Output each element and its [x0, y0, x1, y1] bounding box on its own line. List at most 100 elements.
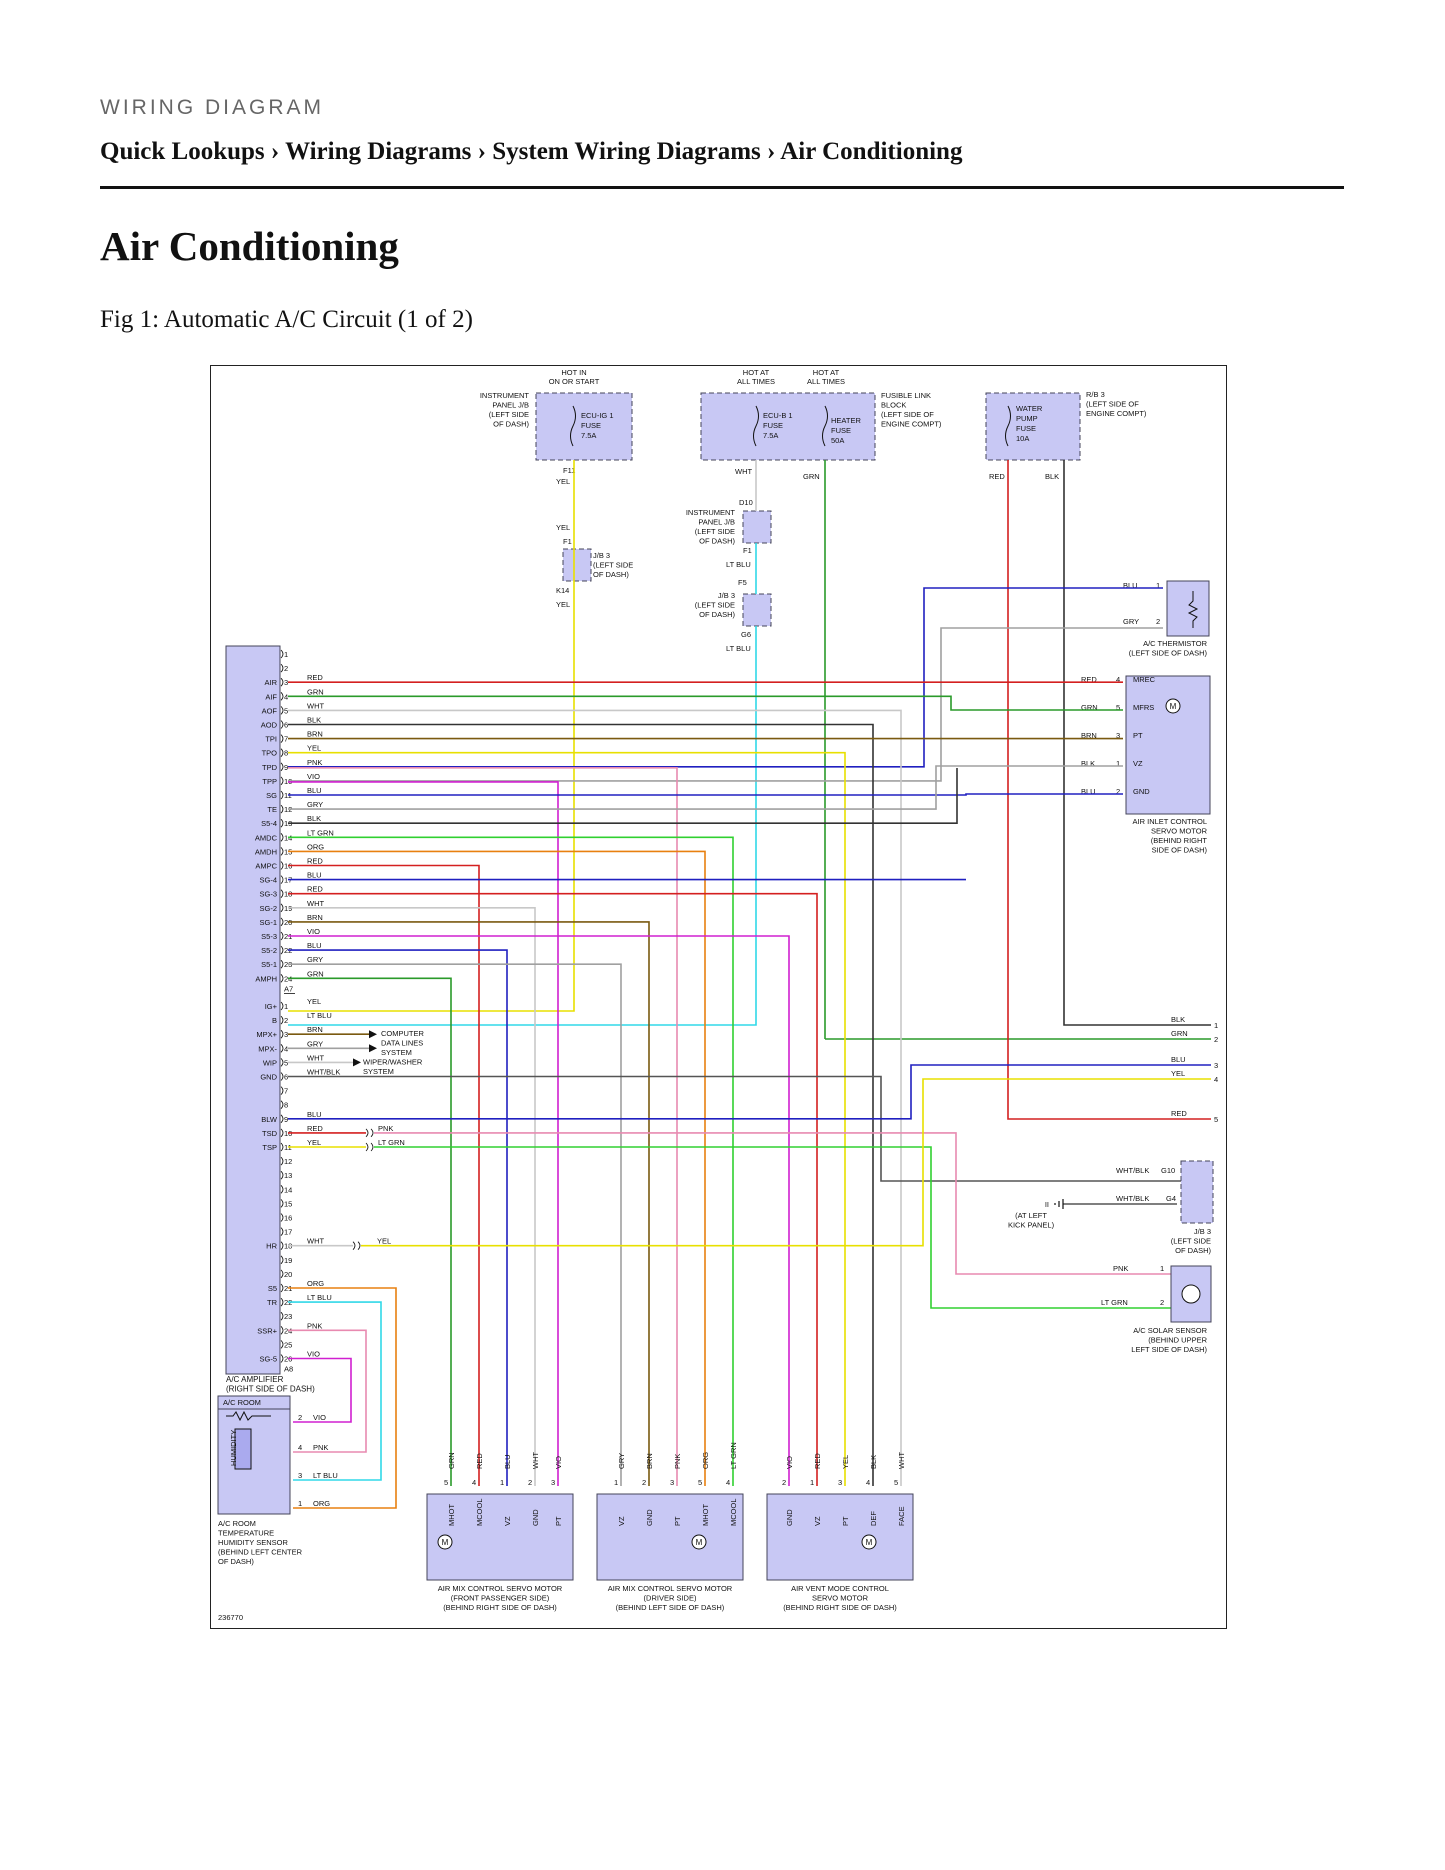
amplifier-pin-b-number: 9 — [284, 1115, 288, 1124]
pin-connector-mark — [280, 1072, 284, 1081]
pin-number: 4 — [866, 1478, 870, 1487]
amplifier-pin-b-number: 17 — [284, 1228, 292, 1237]
wire-color-label: BLK — [1081, 759, 1095, 768]
amplifier-terminal-name: TSP — [262, 1143, 277, 1152]
wire-color-label: GRN — [1081, 703, 1098, 712]
pin-connector-mark — [280, 1311, 284, 1321]
wire-color-label: YEL — [1171, 1069, 1185, 1078]
wire-tpo — [288, 751, 846, 1486]
solar-sensor-symbol — [1181, 1284, 1201, 1304]
wire-color-label: GRY — [307, 800, 323, 809]
amplifier-terminal-name: AOD — [261, 721, 278, 730]
splice-connector-mark — [365, 1142, 374, 1152]
amplifier-pin-b-number: 3 — [284, 1030, 288, 1039]
servo-motor-label: AIR MIX CONTROL SERVO MOTOR(DRIVER SIDE)… — [608, 1584, 733, 1612]
pin-connector-mark — [280, 861, 284, 870]
pin-connector-mark — [280, 734, 284, 743]
servo-motor-symbol — [1165, 698, 1181, 714]
amplifier-terminal-name: MPX- — [258, 1044, 277, 1053]
servo-terminal-name: PT — [1133, 731, 1143, 740]
wire-color-label: GRY — [307, 1039, 323, 1048]
amplifier-terminal-name: AMPH — [255, 974, 277, 983]
wire-aif — [288, 695, 1123, 711]
wire-color-label: BLU — [307, 786, 322, 795]
wire-ground-feed — [1063, 460, 1211, 1026]
wire-color-label: LT BLU — [307, 1293, 332, 1302]
wire-color-label: PNK — [307, 1321, 322, 1330]
wire-s54 — [288, 768, 958, 825]
wire-color-label: ORG — [307, 1279, 324, 1288]
pin-connector-mark — [280, 889, 284, 898]
servo-terminal-name: MREC — [1133, 675, 1156, 684]
wire-color-label: BRN — [307, 913, 323, 922]
amplifier-pin-a-number: 3 — [284, 678, 288, 687]
wire-tpd — [288, 766, 678, 1486]
wire-color-label: YEL — [556, 477, 570, 486]
wiper-line-arrow — [353, 1058, 361, 1067]
pin-connector-mark — [280, 1326, 284, 1335]
wire-color-label: BRN — [645, 1453, 654, 1469]
wire-color-label: LT GRN — [307, 828, 334, 837]
servo-terminal-name: VZ — [813, 1516, 822, 1526]
pin-number: 5 — [1116, 703, 1120, 712]
amplifier-terminal-name: TPD — [262, 763, 278, 772]
wire-color-label: YEL — [556, 600, 570, 609]
figure-caption: Fig 1: Automatic A/C Circuit (1 of 2) — [100, 306, 473, 333]
wire-color-label: VIO — [313, 1413, 326, 1422]
amplifier-terminal-name: SG-2 — [259, 904, 277, 913]
fuse-symbol — [1005, 405, 1011, 447]
wire-gnd — [288, 1075, 1187, 1197]
servo-terminal-name: PT — [673, 1516, 682, 1526]
amplifier-terminal-name: B — [272, 1016, 277, 1025]
amplifier-terminal-name: S5-4 — [261, 819, 277, 828]
wire-s53 — [288, 935, 790, 1486]
wire-color-label: GRY — [617, 1453, 626, 1469]
breadcrumb-wiring-diagrams[interactable]: Wiring Diagrams — [285, 138, 472, 165]
servo-motor-box — [596, 1493, 744, 1581]
pin-number: 3 — [298, 1471, 302, 1480]
pin-connector-mark — [280, 677, 284, 687]
wire-s51 — [288, 963, 622, 1486]
breadcrumb-air-conditioning[interactable]: Air Conditioning — [780, 138, 963, 165]
wire-color-label: PNK — [378, 1124, 393, 1133]
amplifier-pin-a-number: 5 — [284, 706, 288, 715]
junction-pin-label: G6 — [741, 630, 751, 639]
wire-color-label: VIO — [307, 1350, 320, 1359]
junction-pin-label: K14 — [556, 586, 569, 595]
servo-terminal-name: MCOOL — [475, 1498, 484, 1526]
amplifier-pin-b-number: 13 — [284, 1171, 292, 1180]
servo-terminal-name: GND — [1133, 787, 1150, 796]
pin-number: 5 — [894, 1478, 898, 1487]
amplifier-terminal-name: GND — [260, 1073, 277, 1082]
relay-block-box — [985, 392, 1081, 461]
servo-terminal-name: DEF — [869, 1511, 878, 1526]
wire-color-label: RED — [989, 472, 1005, 481]
breadcrumb-system-wiring-diagrams[interactable]: System Wiring Diagrams — [492, 138, 761, 165]
servo-motor-symbol-letter: M — [696, 1538, 703, 1547]
amplifier-terminal-name: TPP — [262, 777, 277, 786]
pin-connector-mark — [280, 1058, 284, 1067]
wire-color-label: RED — [307, 673, 323, 682]
amplifier-terminal-name: S5-1 — [261, 960, 277, 969]
ac-amplifier-label: A/C AMPLIFIER(RIGHT SIDE OF DASH) — [226, 1375, 315, 1394]
pin-connector-mark — [280, 1044, 284, 1053]
amplifier-terminal-name: TPI — [265, 735, 277, 744]
servo-motor-symbol — [437, 1534, 453, 1550]
wiring-diagram-canvas: A/C AMPLIFIER(RIGHT SIDE OF DASH)123AIRR… — [217, 368, 1218, 1622]
pin-connector-mark — [280, 762, 284, 772]
pin-number: 2 — [298, 1413, 302, 1422]
pin-number: 3 — [551, 1478, 555, 1487]
pin-connector-mark — [280, 818, 284, 828]
wire-ig-feed — [288, 460, 575, 1012]
page-eyebrow: WIRING DIAGRAM — [100, 96, 324, 119]
amplifier-pin-a-number: 4 — [284, 692, 288, 701]
wire-color-label: RED — [475, 1453, 484, 1469]
amplifier-terminal-name: BLW — [261, 1115, 278, 1124]
breadcrumb-quick-lookups[interactable]: Quick Lookups — [100, 138, 265, 165]
wire-color-label: RED — [307, 885, 323, 894]
pin-connector-mark — [280, 1156, 284, 1166]
